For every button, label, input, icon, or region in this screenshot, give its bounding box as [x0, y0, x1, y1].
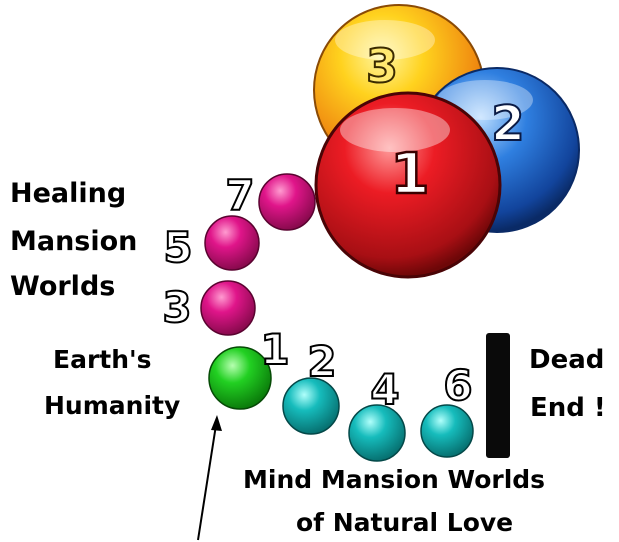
big-sphere-3-label: 3 — [366, 39, 398, 93]
earth-label-line-1: Earth's — [53, 345, 152, 374]
pointer-arrow — [198, 415, 222, 540]
earth-sphere-label: 1 — [260, 325, 289, 374]
dead-end-bar — [486, 333, 510, 458]
earth-label-line-2: Humanity — [44, 391, 180, 420]
healing-sphere-3 — [201, 281, 255, 335]
healing-sphere-7-label: 7 — [225, 171, 254, 220]
mind-sphere-6 — [421, 405, 473, 457]
big-sphere-2-label: 2 — [491, 96, 524, 152]
mind-sphere-2 — [283, 378, 339, 434]
mind-sphere-2-label: 2 — [307, 337, 336, 386]
healing-worlds-label-line-3: Worlds — [10, 271, 115, 302]
healing-sphere-7 — [259, 174, 315, 230]
healing-sphere-3-label: 3 — [162, 283, 191, 332]
healing-sphere-5-label: 5 — [163, 223, 192, 272]
dead-end-label-line-1: Dead — [529, 345, 604, 375]
dead-end-label-line-2: End ! — [530, 393, 606, 423]
mind-worlds-label-line-1: Mind Mansion Worlds — [243, 465, 545, 494]
healing-worlds-label-line-2: Mansion — [10, 226, 137, 257]
healing-sphere-5 — [205, 216, 259, 270]
mind-sphere-4-label: 4 — [370, 365, 399, 414]
healing-worlds-label-line-1: Healing — [10, 178, 126, 209]
mind-sphere-6-label: 6 — [443, 361, 472, 410]
big-sphere-1-label: 1 — [391, 142, 430, 207]
mind-worlds-label-line-2: of Natural Love — [296, 508, 513, 537]
